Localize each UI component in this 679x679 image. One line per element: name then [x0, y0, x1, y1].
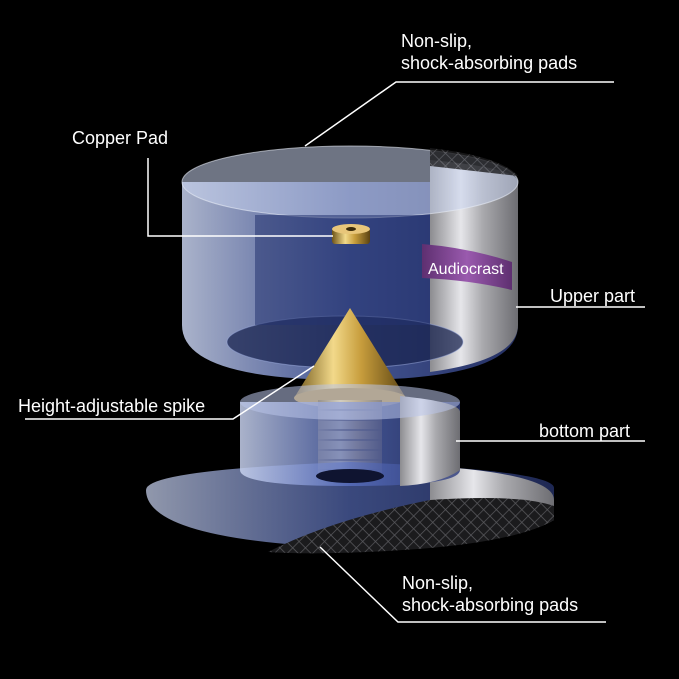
label-bottom-pads-line1: Non-slip,: [402, 573, 474, 593]
label-upper-part: Upper part: [550, 286, 636, 306]
bottom-part-body: [146, 384, 554, 548]
brand-band: Audiocrast: [422, 244, 512, 290]
leader-copper-pad: [147, 158, 333, 237]
label-bottom-pads: Non-slip, shock-absorbing pads: [402, 572, 578, 616]
upper-part-body: [181, 145, 519, 380]
label-top-pads-line2: shock-absorbing pads: [401, 53, 578, 73]
leader-lines: [25, 81, 645, 623]
label-copper-pad: Copper Pad: [72, 128, 169, 148]
label-bottom-pads-line2: shock-absorbing pads: [402, 595, 579, 615]
label-top-pads-line1: Non-slip,: [401, 31, 473, 51]
leader-bottom-pads: [319, 546, 606, 623]
leader-spike: [25, 365, 315, 420]
brand-name: Audiocrast: [428, 261, 504, 278]
label-spike: Height-adjustable spike: [18, 396, 206, 416]
label-top-pads: Non-slip, shock-absorbing pads: [401, 30, 577, 74]
copper-pad: [332, 224, 370, 244]
leader-top-pads: [304, 81, 614, 147]
label-bottom-part: bottom part: [539, 421, 631, 441]
bottom-shock-pad: [268, 498, 554, 554]
